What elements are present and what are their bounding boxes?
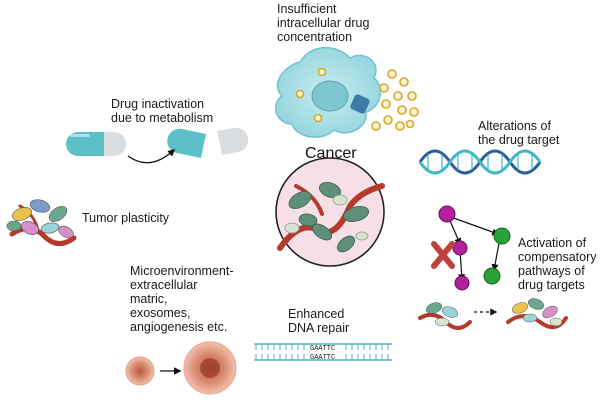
capsule-illustration	[66, 127, 249, 164]
label-dna-repair: Enhanced DNA repair	[288, 307, 350, 335]
drug-concentration-illustration	[274, 46, 419, 138]
dna-helix-illustration	[418, 149, 542, 175]
label-tumor-plasticity: Tumor plasticity	[82, 211, 170, 225]
pathway-tumor-before	[418, 302, 472, 330]
membrane-pump	[350, 94, 370, 114]
label-drug-inactivation: Drug inactivation due to metabolism	[111, 97, 214, 125]
label-drug-concentration: Insufficient intracellular drug concentr…	[277, 2, 370, 44]
pathway-node-green-1	[493, 227, 511, 245]
pathway-node-green-2	[483, 267, 501, 285]
microenvironment-illustration	[125, 341, 237, 395]
cancer-tumor-circle	[275, 157, 385, 267]
pathway-network	[431, 205, 511, 291]
cell-nucleus	[311, 80, 349, 112]
dna-repair-illustration: GAATTC GAATTC	[254, 343, 392, 362]
dna-sequence-top: GAATTC	[310, 345, 335, 353]
tumor-plasticity-illustration	[6, 199, 77, 246]
center-title: Cancer	[305, 145, 357, 162]
pathway-tumor-after	[506, 298, 568, 330]
pathway-node-top	[438, 205, 456, 223]
blocked-cross-icon	[431, 241, 455, 269]
small-tumor	[125, 356, 155, 386]
pathway-node-mid	[452, 240, 468, 256]
drug-vesicles	[295, 67, 419, 131]
label-compensatory-pathways: Activation of compensatory pathways of d…	[518, 236, 597, 292]
dna-sequence-bottom: GAATTC	[310, 354, 335, 362]
capsule-intact	[66, 132, 126, 156]
pathway-node-bottom	[454, 275, 470, 291]
capsule-split	[167, 127, 249, 158]
inactivation-arrow	[127, 149, 176, 164]
label-microenvironment: Microenvironment- extracellular matric, …	[130, 264, 234, 334]
label-target-alterations: Alterations of the drug target	[478, 119, 560, 147]
